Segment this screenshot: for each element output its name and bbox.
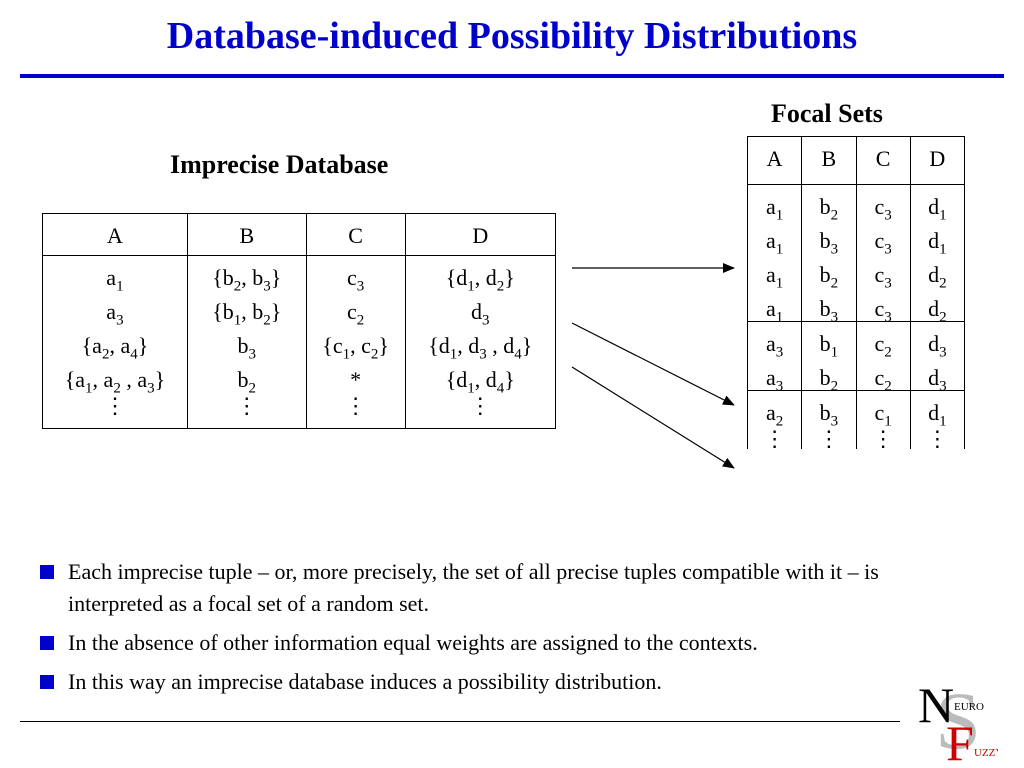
logo-letter-n: N — [918, 680, 954, 733]
db-row: a1{b2, b3}c3{d1, d2} — [42, 255, 557, 294]
fs-cell: b1 — [801, 321, 857, 360]
fs-cell: c1 — [855, 390, 911, 429]
db-row: {a2, a4}b3{c1, c2}{d1, d3 , d4} — [42, 324, 557, 362]
db-cell: c2 — [305, 290, 406, 328]
bullet-square-icon — [40, 565, 54, 579]
db-vertical-ellipsis: ⋮ — [42, 392, 188, 429]
db-cell: c3 — [305, 255, 406, 294]
db-cell: {a1, a2 , a3} — [42, 358, 188, 396]
db-cell: {b1, b2} — [186, 290, 307, 328]
fs-cell: d2 — [909, 253, 966, 291]
db-cell: a3 — [42, 290, 188, 328]
logo-letter-s: S — [935, 680, 981, 762]
db-col-header-b: B — [186, 213, 307, 256]
bullet-item: Each imprecise tuple – or, more precisel… — [38, 556, 978, 620]
fs-cell: a3 — [746, 321, 803, 360]
fs-col-header-b: B — [801, 136, 857, 185]
fs-cell: d1 — [909, 184, 966, 223]
nsf-logo: S N EURO F UZZY — [918, 680, 998, 762]
arrow-row3-to-group3 — [571, 366, 735, 469]
db-vertical-ellipsis: ⋮ — [404, 392, 557, 429]
fs-cell: b3 — [801, 390, 857, 429]
fs-more-row: ⋮⋮⋮⋮ — [746, 425, 966, 450]
fs-cell: d2 — [909, 287, 966, 325]
title-underline — [20, 74, 1004, 78]
db-cell: d3 — [404, 290, 557, 328]
bullet-square-icon — [40, 675, 54, 689]
bullet-text: In this way an imprecise database induce… — [68, 669, 662, 694]
fs-cell: a1 — [746, 219, 803, 257]
logo-word-euro: EURO — [954, 701, 984, 713]
fs-cell: c3 — [855, 219, 911, 257]
fs-cell: b2 — [801, 253, 857, 291]
imprecise-database-caption: Imprecise Database — [170, 150, 389, 179]
fs-cell: b2 — [801, 356, 857, 394]
db-cell: b3 — [186, 324, 307, 362]
fs-cell: b3 — [801, 287, 857, 325]
fs-cell: a1 — [746, 287, 803, 325]
fs-vertical-ellipsis: ⋮ — [746, 425, 803, 450]
focal-sets-caption: Focal Sets — [771, 99, 883, 128]
fs-col-header-a: A — [746, 136, 803, 185]
fs-cell: a1 — [746, 184, 803, 223]
db-more-row: ⋮⋮⋮⋮ — [42, 392, 557, 429]
db-row: {a1, a2 , a3}b2*{d1, d4} — [42, 358, 557, 396]
fs-col-header-d: D — [909, 136, 966, 185]
fs-cell: c2 — [855, 321, 911, 360]
slide-title: Database-induced Possibility Distributio… — [166, 15, 858, 57]
db-cell: * — [305, 358, 406, 392]
db-cell: {a2, a4} — [42, 324, 188, 362]
db-vertical-ellipsis: ⋮ — [186, 392, 307, 429]
db-cell: {d1, d2} — [404, 255, 557, 294]
fs-cell: d1 — [909, 390, 966, 429]
fs-cell: d3 — [909, 356, 966, 394]
logo-word-uzzy: UZZY — [974, 747, 998, 759]
db-col-header-d: D — [404, 213, 557, 256]
arrow-row2-to-group2 — [571, 322, 735, 406]
fs-cell: d3 — [909, 321, 966, 360]
fs-cell: a1 — [746, 253, 803, 291]
db-cell: a1 — [42, 255, 188, 294]
fs-vertical-ellipsis: ⋮ — [909, 425, 966, 450]
logo-letter-f: F — [946, 715, 974, 762]
bullet-list: Each imprecise tuple – or, more precisel… — [38, 556, 978, 705]
footer-rule — [20, 721, 900, 722]
fs-cell: a3 — [746, 356, 803, 394]
bullet-item: In the absence of other information equa… — [38, 627, 978, 659]
db-cell: {d1, d4} — [404, 358, 557, 396]
db-cell: {d1, d3 , d4} — [404, 324, 557, 362]
db-cell: {c1, c2} — [305, 324, 406, 362]
bullet-text: In the absence of other information equa… — [68, 630, 758, 655]
fs-cell: a2 — [746, 390, 803, 429]
fs-cell: d1 — [909, 219, 966, 257]
db-col-header-a: A — [42, 213, 188, 256]
fs-vertical-ellipsis: ⋮ — [855, 425, 911, 450]
bullet-square-icon — [40, 636, 54, 650]
bullet-item: In this way an imprecise database induce… — [38, 666, 978, 698]
bullet-text: Each imprecise tuple – or, more precisel… — [68, 559, 879, 616]
